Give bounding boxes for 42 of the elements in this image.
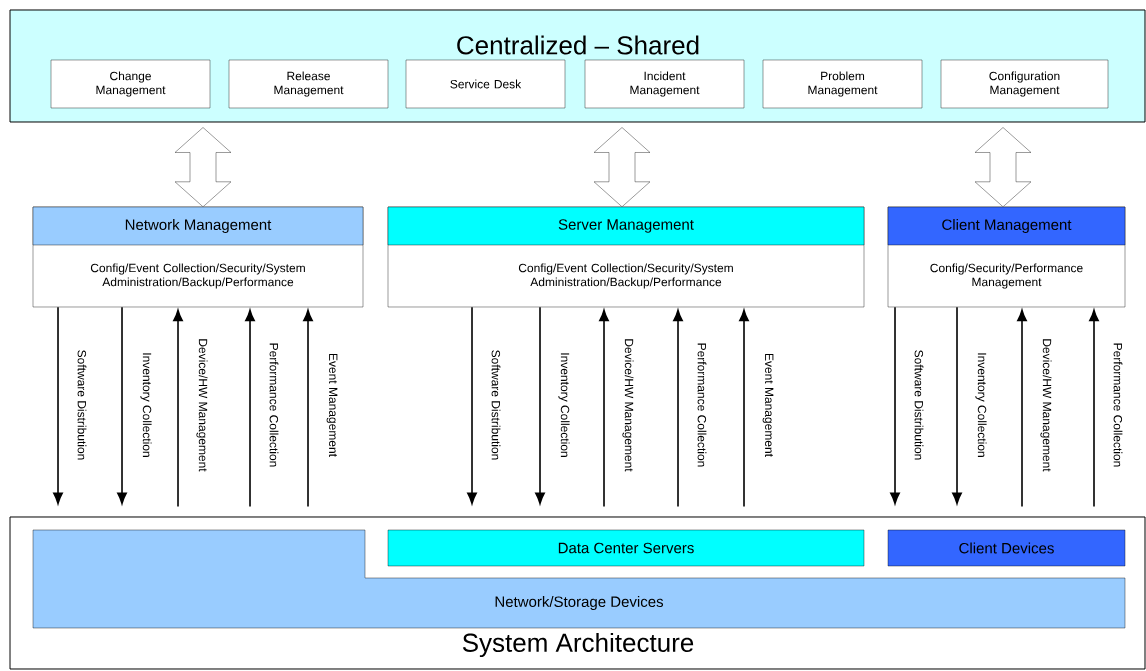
edge-label: Device/HW Management xyxy=(196,339,208,472)
arrow xyxy=(117,306,127,505)
arrow xyxy=(467,306,477,505)
edge-label: Performance Collection xyxy=(269,343,279,467)
arrow xyxy=(599,309,609,508)
double-arrow xyxy=(174,127,232,207)
arrow xyxy=(303,309,313,508)
edge-label: Device/HW Management xyxy=(622,339,634,472)
process-box: Problem Management xyxy=(762,59,923,109)
edge-label: Device/HW Management xyxy=(1040,339,1052,472)
edge-label: Event Management xyxy=(762,353,774,457)
edge-label: Performance Collection xyxy=(1113,343,1123,467)
arrow xyxy=(673,309,683,508)
process-box: Release Management xyxy=(228,59,389,109)
edge-label: Software Distribution xyxy=(491,350,501,460)
edge-label: Inventory Collection xyxy=(558,353,570,457)
process-box: Configuration Management xyxy=(940,59,1109,109)
process-box: Change Management xyxy=(50,59,211,109)
double-arrow xyxy=(974,127,1032,207)
arrow xyxy=(952,306,962,505)
management-box: Network Management Config/Event Collection/Security/System Administration/Backup/Performance xyxy=(32,206,364,308)
management-box: Client Management Config/Security/Performance Management xyxy=(887,206,1126,308)
process-box: Incident Management xyxy=(584,59,745,109)
device-bar: Client Devices xyxy=(887,529,1126,567)
arrow xyxy=(245,309,255,508)
management-box: Server Management Config/Event Collection/Security/System Administration/Backup/Performance xyxy=(387,206,865,308)
edge-label: Event Management xyxy=(326,353,338,457)
arrow xyxy=(739,309,749,508)
arrow xyxy=(535,306,545,505)
process-box: Service Desk xyxy=(405,59,566,109)
edge-label: Performance Collection xyxy=(697,343,707,467)
edge-label: Software Distribution xyxy=(914,350,924,460)
arrow xyxy=(1089,309,1099,508)
edge-label: Inventory Collection xyxy=(975,353,987,457)
device-bar: Data Center Servers xyxy=(387,529,865,567)
double-arrow xyxy=(593,127,651,207)
edge-label: Software Distribution xyxy=(77,350,87,460)
edge-label: Inventory Collection xyxy=(140,353,152,457)
arrow xyxy=(890,306,900,505)
arrow xyxy=(53,306,63,505)
arrow xyxy=(173,309,183,508)
arrow xyxy=(1017,309,1027,508)
